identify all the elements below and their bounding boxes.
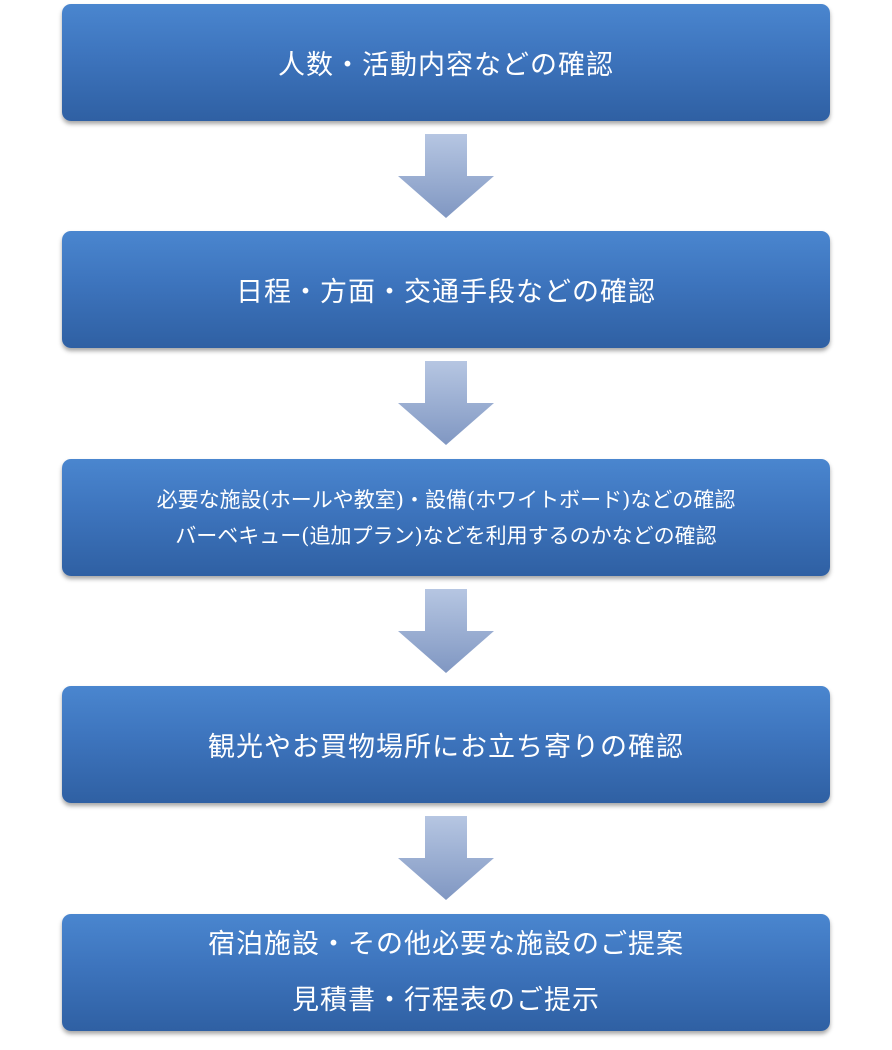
- down-arrow-icon: [398, 816, 494, 900]
- step-3-text-line-1: 必要な施設(ホールや教室)・設備(ホワイトボード)などの確認: [156, 487, 736, 512]
- step-box-2: 日程・方面・交通手段などの確認: [62, 231, 830, 348]
- down-arrow-icon: [398, 361, 494, 445]
- down-arrow-icon: [398, 589, 494, 673]
- step-box-1: 人数・活動内容などの確認: [62, 4, 830, 121]
- down-arrow-icon: [398, 134, 494, 218]
- step-3-text-line-2: バーベキュー(追加プラン)などを利用するのかなどの確認: [175, 523, 717, 548]
- step-5-text-line-2: 見積書・行程表のご提示: [292, 984, 600, 1016]
- step-box-5: 宿泊施設・その他必要な施設のご提案 見積書・行程表のご提示: [62, 914, 830, 1031]
- step-box-4: 観光やお買物場所にお立ち寄りの確認: [62, 686, 830, 803]
- step-1-text: 人数・活動内容などの確認: [278, 50, 614, 81]
- step-5-text-line-1: 宿泊施設・その他必要な施設のご提案: [208, 928, 684, 960]
- step-4-text: 観光やお買物場所にお立ち寄りの確認: [208, 732, 684, 763]
- step-box-3: 必要な施設(ホールや教室)・設備(ホワイトボード)などの確認 バーベキュー(追加…: [62, 459, 830, 576]
- step-2-text: 日程・方面・交通手段などの確認: [236, 277, 656, 308]
